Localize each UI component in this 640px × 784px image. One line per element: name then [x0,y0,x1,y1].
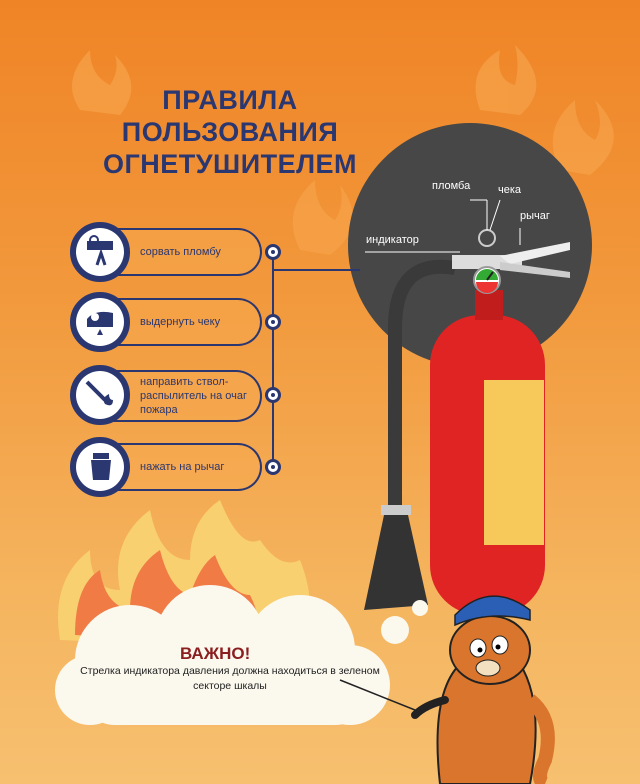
step-label: сорвать пломбу [140,246,221,258]
label-seal: пломба [432,180,471,192]
lever-hand-icon [70,437,130,497]
title-line: ПОЛЬЗОВАНИЯ [121,117,339,147]
notice-cloud [55,585,428,725]
cat-mascot [411,595,555,784]
step-dot [265,387,281,403]
title-line: ПРАВИЛА [162,85,298,115]
step-label: выдернуть чеку [140,316,221,328]
step-dot [265,459,281,475]
step-dot [265,314,281,330]
label-indicator: индикатор [366,234,419,246]
pin-icon [70,292,130,352]
step-lever: нажать на рычаг [100,443,262,491]
step-label: нажать на рычаг [140,461,225,473]
title-line: ОГНЕТУШИТЕЛЕМ [102,149,358,179]
label-pin: чека [498,184,522,196]
step-label: направить ствол-распылитель на очаг пожа… [140,376,248,416]
seal-icon [70,222,130,282]
page-title: ПРАВИЛА ПОЛЬЗОВАНИЯ ОГНЕТУШИТЕЛЕМ [60,84,400,180]
extinguisher [364,199,570,615]
label-lever: рычаг [520,210,550,222]
nozzle-icon [70,365,130,425]
notice-text: Стрелка индикатора давления должна наход… [80,665,380,692]
step-dot [265,244,281,260]
detail-circle [348,123,592,367]
notice-heading: ВАЖНО! [180,644,251,663]
